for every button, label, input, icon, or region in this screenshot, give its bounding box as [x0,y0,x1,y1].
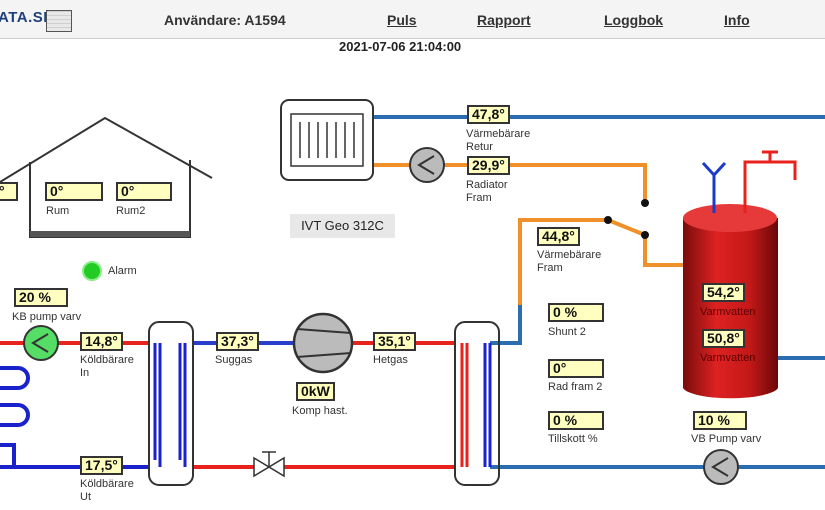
rum2-label: Rum2 [116,205,146,217]
komp-hast-value: 0kW [296,382,335,401]
varmebarare-retur-label-2: Retur [466,141,493,153]
varmebarare-fram-label-2: Fram [537,262,563,274]
varmvatten-top-label: Varmvatten [700,306,756,318]
ute-value: ° [0,182,18,201]
varmvatten-top-value: 54,2° [702,283,745,302]
varmebarare-fram-value: 44,8° [537,227,580,246]
radiator-pump-icon [409,147,445,183]
logo-chart-icon [46,10,72,32]
condenser-coil-2 [483,343,492,467]
suggas-value: 37,3° [216,332,259,351]
house-icon [0,116,213,238]
logo-text[interactable]: ATA.SE [0,9,54,26]
koldbarare-in-label-2: In [80,367,90,379]
user-label: Användare: A1594 [164,12,286,28]
radiator-icon [280,99,374,181]
model-label: IVT Geo 312C [290,214,395,238]
alarm-label: Alarm [108,265,137,277]
timestamp: 2021-07-06 21:04:00 [339,39,462,54]
vb-pump-icon [703,449,739,485]
varmvatten-bottom-label: Varmvatten [700,352,756,364]
radiator-fram-value: 29,9° [467,156,510,175]
valve-pipe [607,218,683,267]
valve-dot-2 [641,199,649,207]
rum-value: 0° [45,182,103,201]
radiator-fram-label-2: Fram [466,192,492,204]
varmebarare-retur-label-1: Värmebärare [466,128,531,140]
tillskott-value: 0 % [548,411,604,430]
koldbarare-ut-value: 17,5° [80,456,123,475]
top-bar: ATA.SE Användare: A1594 Puls Rapport Log… [0,0,825,39]
rad-fram2-label: Rad fram 2 [548,381,603,393]
kb-pump-label: KB pump varv [12,311,82,323]
radiator-fram-label-1: Radiator [466,179,508,191]
suggas-label: Suggas [215,354,253,366]
hetgas-label: Hetgas [373,354,408,366]
hot-water-tank-icon [683,150,797,399]
hetgas-value: 35,1° [373,332,416,351]
rum-label: Rum [46,205,70,217]
koldbarare-in-value: 14,8° [80,332,123,351]
shunt2-label: Shunt 2 [548,326,586,338]
kb-pump-value: 20 % [14,288,68,307]
radiator-pipe [373,163,647,200]
ground-loop [0,366,30,467]
koldbarare-in-label-1: Köldbärare [80,354,134,366]
evaporator-icon [148,321,194,486]
vb-pump-label: VB Pump varv [691,433,762,445]
varmvatten-bottom-value: 50,8° [702,329,745,348]
supply-pipe [518,218,608,305]
condenser-coil [460,343,469,467]
tillskott-label: Tillskott % [548,433,598,445]
rum2-value: 0° [116,182,172,201]
evaporator-coil [153,343,162,467]
compressor-icon [292,312,354,374]
condenser-icon [454,321,500,486]
nav-puls[interactable]: Puls [387,12,417,28]
komp-hast-label: Komp hast. [292,405,348,417]
evaporator-coil-2 [178,343,187,467]
kb-pump-icon [23,325,59,361]
koldbarare-ut-label-2: Ut [80,491,91,503]
valve-dot-3 [641,231,649,239]
vb-pump-value: 10 % [693,411,747,430]
varmebarare-fram-label-1: Värmebärare [537,249,602,261]
expansion-valve-icon [253,451,285,478]
nav-rapport[interactable]: Rapport [477,12,531,28]
nav-loggbok[interactable]: Loggbok [604,12,664,28]
koldbarare-ut-label-1: Köldbärare [80,478,134,490]
varmebarare-retur-value: 47,8° [467,105,510,124]
rad-fram2-value: 0° [548,359,604,378]
alarm-indicator [82,261,102,281]
nav-info[interactable]: Info [724,12,750,28]
shunt2-value: 0 % [548,303,604,322]
valve-dot-1 [604,216,612,224]
